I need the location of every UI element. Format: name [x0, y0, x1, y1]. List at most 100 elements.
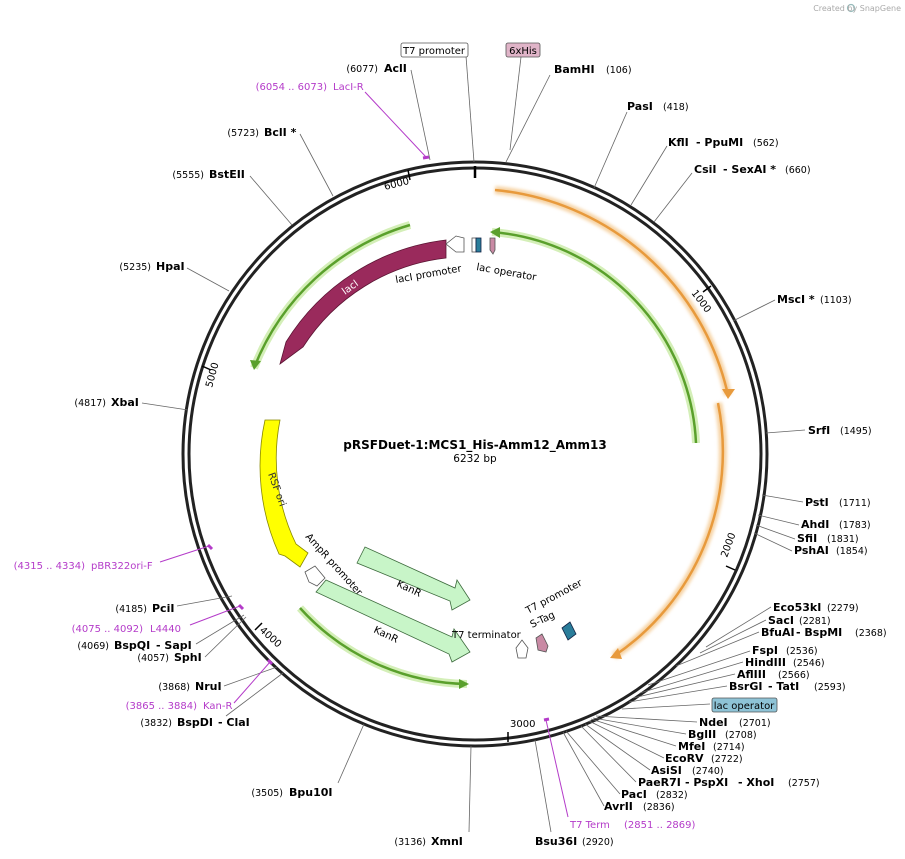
site-saci[interactable]: SacI (2281): [768, 614, 831, 627]
site-bsu36i[interactable]: Bsu36I (2920): [535, 835, 614, 848]
site-bspqi[interactable]: (4069) BspQI - SapI: [77, 639, 191, 652]
leader-fspi: [647, 650, 751, 686]
site-sfii[interactable]: SfiI (1831): [797, 532, 859, 545]
site-fspi[interactable]: FspI (2536): [752, 644, 818, 657]
leader-eco53ki: [705, 606, 772, 648]
site-eco53ki[interactable]: Eco53kI (2279): [773, 601, 859, 614]
site-acli[interactable]: (6077) AclI: [346, 62, 407, 75]
leader-hpai: [186, 267, 230, 292]
site-bamhi[interactable]: BamHI (106): [554, 63, 632, 76]
site-bsteii[interactable]: (5555) BstEII: [172, 168, 244, 181]
leader-pasi: [593, 111, 628, 189]
site-sexai-name: - SexAI *: [723, 163, 776, 176]
site-bpu10i[interactable]: (3505) Bpu10I: [251, 786, 332, 799]
site-bglii-name: BglII: [688, 728, 716, 741]
site-avrii[interactable]: AvrII (2836): [604, 800, 675, 813]
primer-laci-r-range: (6054 .. 6073): [256, 82, 328, 93]
site-mfei[interactable]: MfeI (2714): [678, 740, 745, 753]
tick-label-3000: 3000: [510, 719, 535, 730]
site-pasi-name: PasI: [627, 100, 653, 113]
site-sfii-pos: (1831): [827, 534, 859, 545]
primer-t7term-name: T7 Term: [569, 820, 610, 831]
site-pasi-pos: (418): [663, 102, 689, 113]
site-hpai-name: HpaI: [156, 260, 185, 273]
leader-ndei: [595, 715, 698, 723]
feature-laci[interactable]: lacI: [279, 239, 447, 366]
site-hindiii[interactable]: HindIII (2546): [745, 656, 825, 669]
t7-terminator-label: T7 terminator: [451, 630, 522, 641]
site-hpai[interactable]: (5235) HpaI: [119, 260, 184, 273]
site-eco53ki-pos: (2279): [827, 603, 859, 614]
site-aflii[interactable]: AflIII (2566): [737, 668, 810, 681]
tick-5000: [201, 365, 212, 371]
site-ecorv[interactable]: EcoRV (2722): [665, 752, 743, 765]
primer-kanr-p-name: Kan-R: [203, 701, 232, 712]
primer-laci-r[interactable]: (6054 .. 6073) LacI-R: [256, 82, 364, 93]
snapgene-credit: Created by SnapGene: [813, 3, 901, 13]
site-xbai[interactable]: (4817) XbaI: [74, 396, 138, 409]
site-bcli[interactable]: (5723) BclI *: [227, 126, 296, 139]
leader-saci: [699, 619, 767, 654]
feature-rsf-ori[interactable]: RSF ori: [259, 419, 309, 568]
site-pshai[interactable]: PshAI (1854): [794, 544, 868, 557]
site-nrui[interactable]: (3868) NruI: [158, 680, 221, 693]
site-bfuai[interactable]: BfuAI - BspMI (2368): [761, 626, 887, 639]
site-kfli-pos: (562): [753, 138, 779, 149]
box-lac-operator[interactable]: lac operator: [711, 697, 778, 713]
site-sphi[interactable]: (4057) SphI: [137, 651, 201, 664]
leader-6xhis: [509, 56, 522, 151]
site-bspdi[interactable]: (3832) BspDI - ClaI: [140, 716, 249, 729]
leader-msci: [732, 299, 776, 322]
primer-t7term[interactable]: T7 Term (2851 .. 2869): [569, 820, 696, 831]
site-srfi-pos: (1495): [840, 426, 872, 437]
site-acli-name: AclI: [384, 62, 407, 75]
site-asisi-name: AsiSI: [651, 764, 682, 777]
orf-arc-orange: [494, 186, 735, 660]
leader-bspqi: [195, 614, 245, 645]
primer-pbr322[interactable]: (4315 .. 4334) pBR322ori-F: [14, 561, 153, 572]
site-srfi[interactable]: SrfI (1495): [808, 424, 872, 437]
site-asisi[interactable]: AsiSI (2740): [651, 764, 724, 777]
site-ndei-pos: (2701): [739, 718, 771, 729]
site-kfli[interactable]: KflI - PpuMI (562): [668, 136, 779, 149]
site-bglii[interactable]: BglII (2708): [688, 728, 757, 741]
site-msci[interactable]: MscI * (1103): [777, 293, 852, 306]
site-bamhi-pos: (106): [606, 65, 632, 76]
box-6xhis[interactable]: 6xHis: [505, 42, 541, 58]
tick-label-2000: 2000: [719, 531, 738, 559]
tick-1000: [702, 285, 712, 293]
primer-l4440[interactable]: (4075 .. 4092) L4440: [72, 624, 181, 635]
site-bsrgi-name: BsrGI: [729, 680, 762, 693]
site-csii[interactable]: CsiI - SexAI * (660): [694, 163, 811, 176]
primer-t7term-mark: [543, 717, 550, 722]
site-bsu36i-name: Bsu36I: [535, 835, 577, 848]
site-pasi[interactable]: PasI (418): [627, 100, 689, 113]
site-ndei[interactable]: NdeI (2701): [699, 716, 771, 729]
site-paci[interactable]: PacI (2832): [621, 788, 688, 801]
primer-kanr-p[interactable]: (3865 .. 3884) Kan-R: [126, 701, 233, 712]
site-ecorv-pos: (2722): [711, 754, 743, 765]
site-aflii-name: AflIII: [737, 668, 766, 681]
feature-kanr-a[interactable]: KanR: [356, 546, 471, 611]
leader-lines: [141, 55, 806, 833]
leader-kfli: [630, 145, 668, 206]
site-ahdi[interactable]: AhdI (1783): [801, 518, 871, 531]
site-pcii[interactable]: (4185) PciI: [115, 602, 174, 615]
primer-t7term-range: (2851 .. 2869): [624, 820, 696, 831]
primer-laci-r-mark: [422, 155, 430, 160]
site-paci-name: PacI: [621, 788, 647, 801]
leader-bpu10i: [337, 723, 365, 784]
site-bpu10i-name: Bpu10I: [289, 786, 333, 799]
leader-paci: [565, 730, 621, 795]
leader-csii: [653, 172, 693, 223]
site-sphi-name: SphI: [174, 651, 202, 664]
site-xmni[interactable]: (3136) XmnI: [394, 835, 462, 848]
site-bsrgi[interactable]: BsrGI - TatI (2593): [729, 680, 846, 693]
site-paer7i[interactable]: PaeR7I - PspXI - XhoI (2757): [638, 776, 820, 789]
leader-bsteii: [249, 175, 293, 226]
site-psti[interactable]: PstI (1711): [805, 496, 871, 509]
site-eco53ki-name: Eco53kI: [773, 601, 821, 614]
box-t7-promoter[interactable]: T7 promoter: [400, 42, 469, 58]
site-ecorv-name: EcoRV: [665, 752, 704, 765]
leader-bfuai: [675, 631, 760, 667]
